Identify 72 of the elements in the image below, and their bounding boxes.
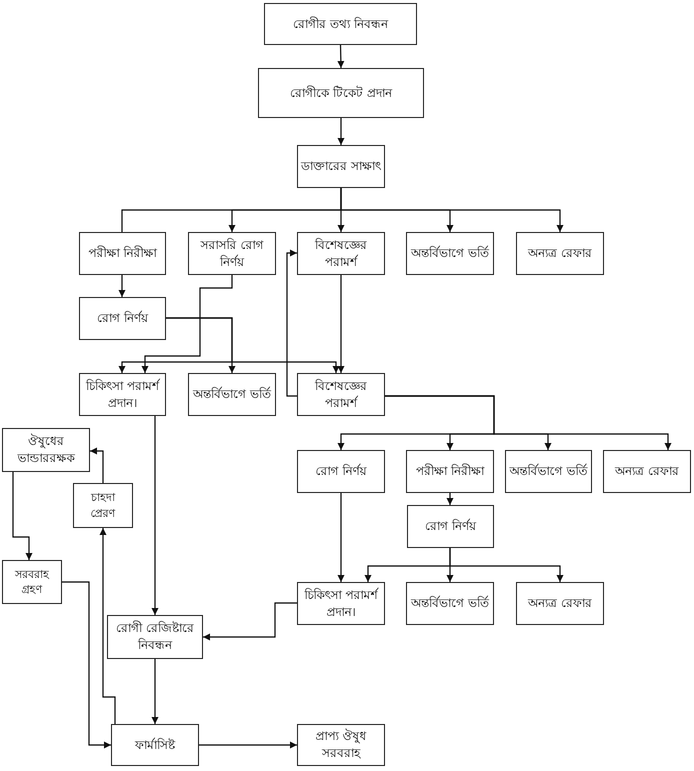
node-text: রোগ নির্ণয় — [97, 310, 148, 327]
arrow — [62, 581, 111, 748]
node-text: বিশেষজ্ঞের পরামর্শ — [314, 236, 368, 270]
arrow — [142, 275, 233, 373]
process-box — [297, 373, 385, 416]
arrow — [90, 448, 104, 483]
node-text: অন্তর্বিভাগে ভর্তি — [411, 595, 489, 612]
node-text: অন্যত্র রেফার — [615, 463, 679, 480]
arrow — [338, 493, 344, 582]
process-box — [406, 450, 494, 493]
arrow — [338, 275, 344, 373]
process-box — [107, 615, 203, 659]
node-text: ফার্মাসিষ্ট — [135, 736, 175, 754]
arrow — [286, 250, 297, 397]
process-box — [188, 232, 276, 275]
arrow — [337, 44, 344, 68]
node-text: চিকিৎসা পরামর্শ প্রদান। — [303, 586, 380, 620]
process-box — [264, 3, 417, 45]
process-box — [258, 68, 424, 118]
arrow — [118, 275, 126, 297]
node-text: ডাক্তারের সাক্ষাৎ — [301, 158, 381, 175]
process-box — [516, 232, 604, 275]
node-text: ঔষুধের ভান্ডাররক্ষক — [16, 433, 76, 467]
arrow — [166, 317, 340, 373]
process-box — [406, 582, 494, 625]
node-text: অন্তর্বিভাগে ভর্তি — [411, 245, 489, 262]
node-text: অন্তর্বিভাগে ভর্তি — [510, 463, 588, 480]
node-text: অন্যত্র রেফার — [528, 595, 592, 612]
arrow — [340, 188, 564, 232]
node-text: বিশেষজ্ঞের পরামর্শ — [314, 378, 368, 412]
node-text: অন্তর্বিভাগে ভর্তি — [193, 386, 271, 403]
node-text: চিকিৎসা পরামর্শ প্রদান। — [84, 378, 161, 412]
arrow — [199, 742, 297, 748]
node-text: সরাসরি রোগ নির্ণয় — [199, 236, 264, 270]
node-text: পরীক্ষা নিরীক্ষা — [88, 245, 156, 262]
process-box — [297, 582, 385, 625]
process-box — [297, 232, 385, 275]
arrow — [446, 493, 454, 505]
node-text: পরীক্ষা নিরীক্ষা — [416, 463, 484, 480]
arrow — [338, 118, 344, 145]
process-box — [603, 450, 691, 493]
arrow — [203, 602, 297, 640]
process-box — [406, 232, 494, 275]
process-box — [2, 560, 62, 604]
process-box — [2, 428, 90, 472]
arrow — [152, 659, 158, 724]
node-text: প্রাপ্য ঔষুধ সরবরাহ — [314, 728, 368, 762]
node-text: রোগীর তথ্য নিবন্ধন — [293, 16, 388, 32]
process-box — [407, 505, 494, 548]
arrow — [385, 395, 672, 450]
process-box — [111, 724, 199, 766]
node-text: রোগ নির্ণয় — [316, 463, 366, 480]
process-box — [297, 450, 385, 493]
process-box — [516, 582, 604, 625]
arrow — [12, 472, 32, 560]
process-box — [79, 373, 166, 416]
process-box — [505, 450, 592, 493]
arrow — [100, 528, 116, 724]
process-box — [79, 232, 166, 275]
process-box — [297, 724, 385, 766]
node-text: রোগীকে টিকেট প্রদান — [290, 84, 392, 102]
process-box — [297, 145, 385, 188]
arrow — [152, 416, 158, 615]
node-text: রোগী রেজিষ্টারে নিবন্ধন — [115, 620, 195, 654]
node-text: সরবরাহ গ্রহণ — [14, 566, 50, 598]
node-text: চাহদা প্রেরণ — [90, 490, 116, 521]
process-box — [188, 373, 276, 416]
process-box — [79, 297, 166, 340]
process-box — [73, 483, 133, 528]
node-text: রোগ নির্ণয় — [425, 518, 476, 535]
arrow — [449, 548, 564, 582]
node-text: অন্যত্র রেফার — [528, 245, 592, 262]
